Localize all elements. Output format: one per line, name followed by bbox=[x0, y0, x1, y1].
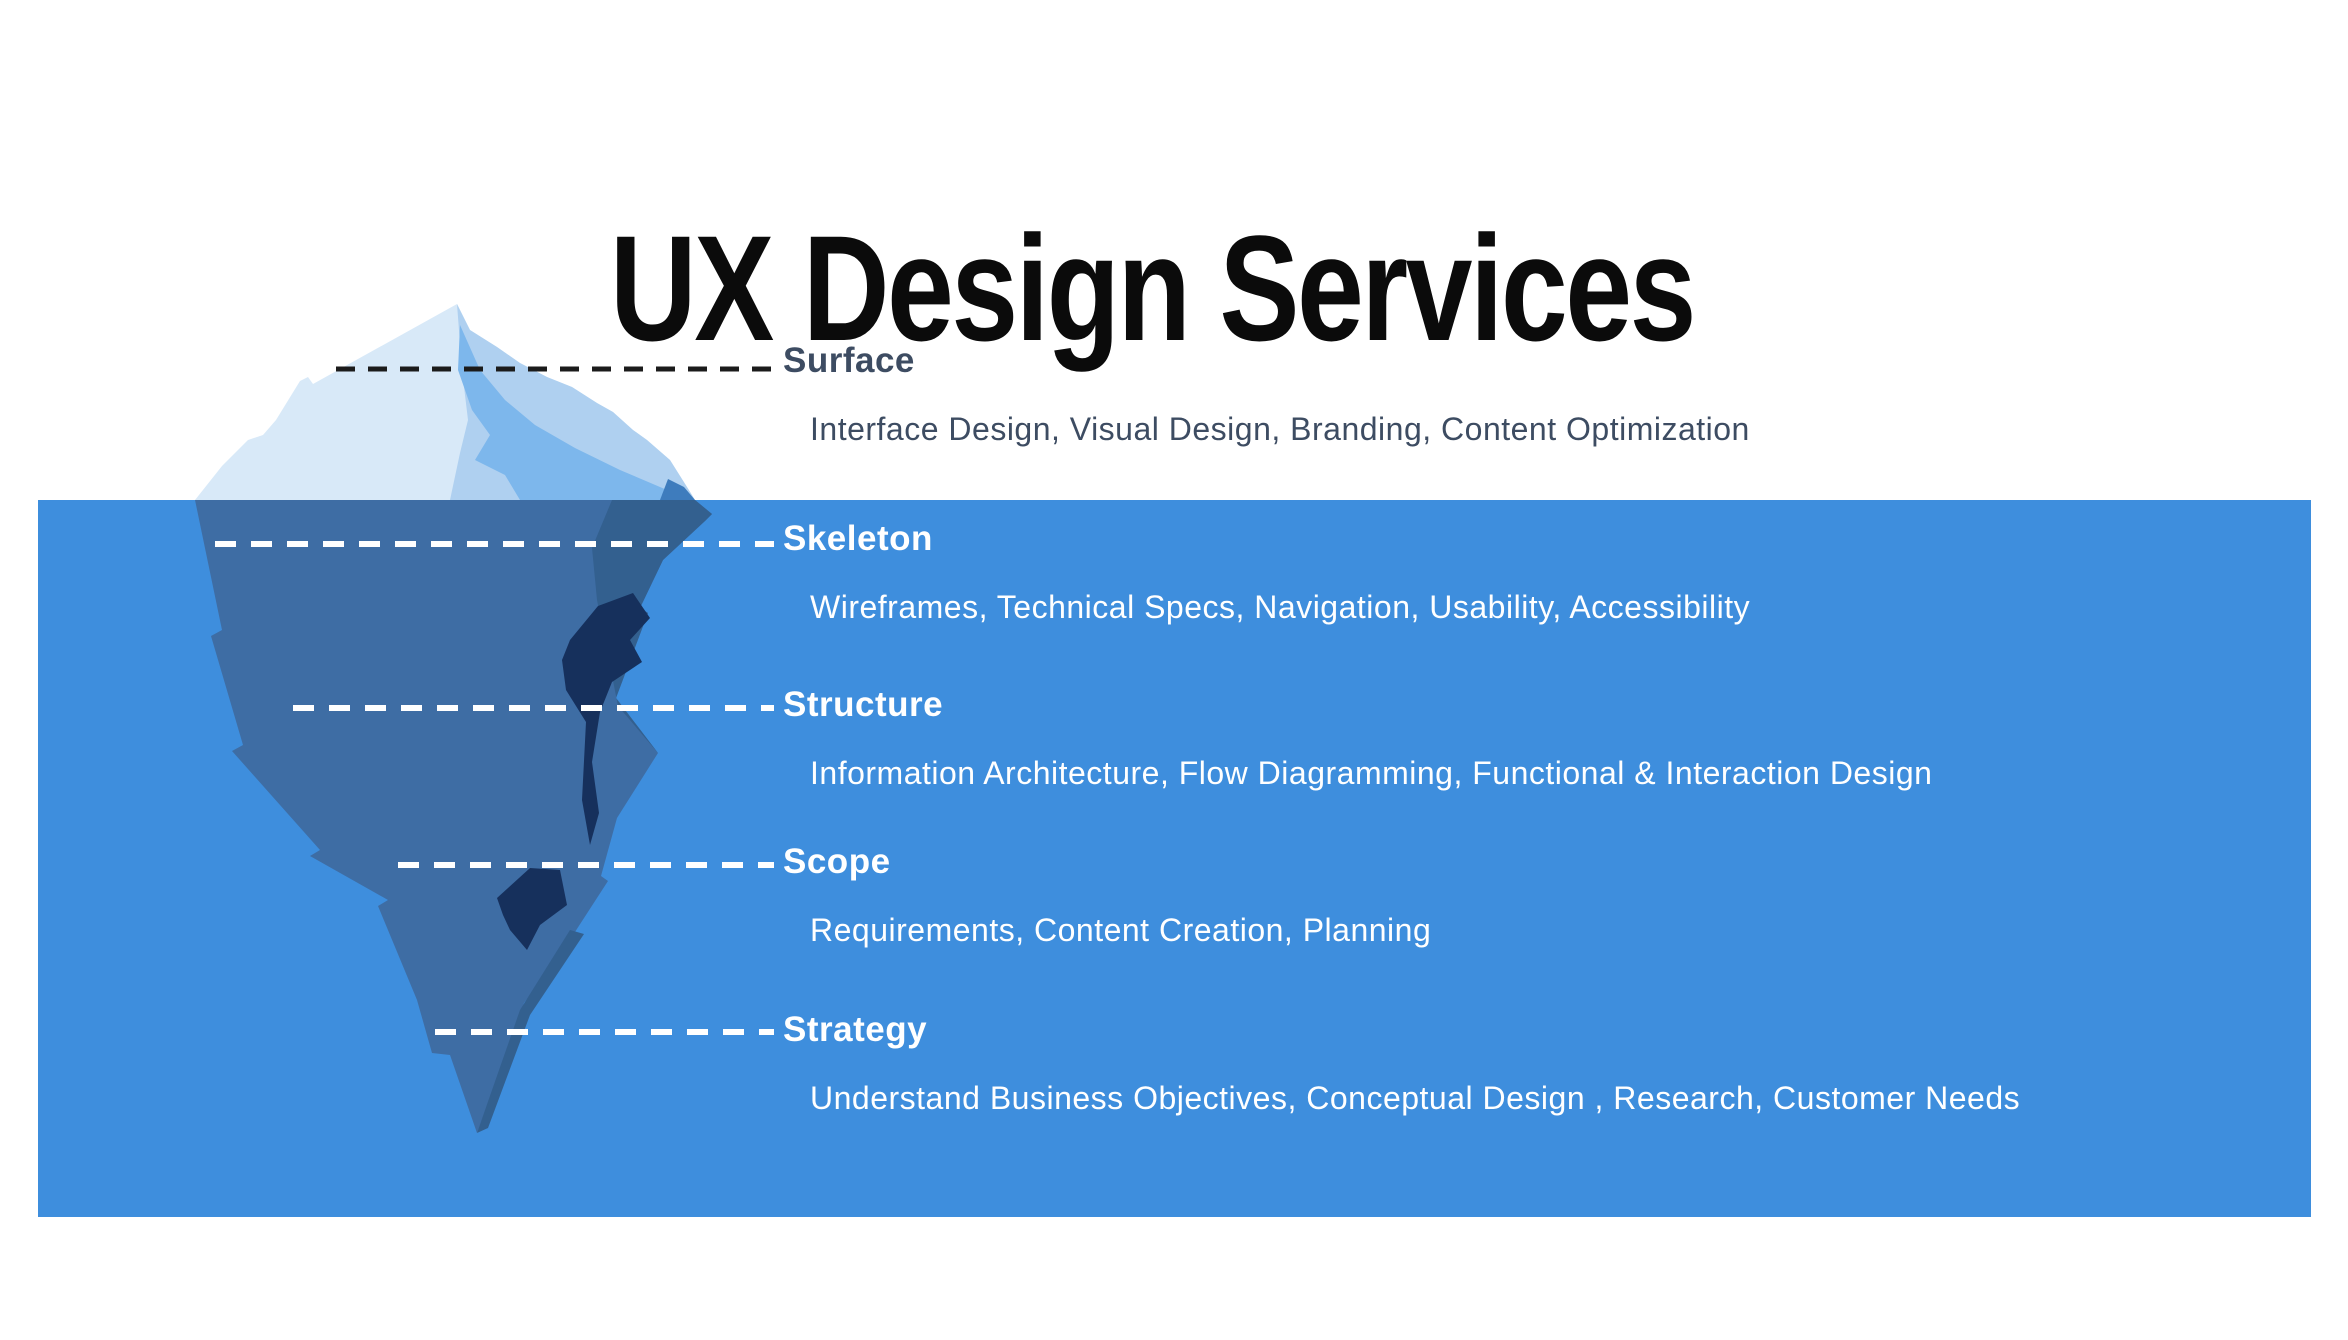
level-scope: Scope Requirements, Content Creation, Pl… bbox=[783, 844, 1431, 946]
iceberg-crevasse-upper bbox=[562, 593, 650, 845]
level-structure-name: Structure bbox=[783, 685, 944, 724]
level-surface-services: Interface Design, Visual Design, Brandin… bbox=[810, 411, 1750, 447]
iceberg-above-accent-streak bbox=[458, 325, 690, 500]
level-strategy-name: Strategy bbox=[783, 1010, 928, 1049]
iceberg-below-shaded-facet bbox=[592, 500, 712, 753]
level-skeleton-services: Wireframes, Technical Specs, Navigation,… bbox=[810, 589, 1751, 625]
level-structure-services: Information Architecture, Flow Diagrammi… bbox=[810, 755, 1933, 791]
level-strategy: Strategy Understand Business Objectives,… bbox=[783, 1012, 2020, 1114]
iceberg-waterline-wedge bbox=[660, 479, 695, 500]
level-structure: Structure Information Architecture, Flow… bbox=[783, 687, 1932, 789]
level-skeleton-name: Skeleton bbox=[783, 519, 933, 558]
level-skeleton: Skeleton Wireframes, Technical Specs, Na… bbox=[783, 521, 1750, 623]
level-scope-name: Scope bbox=[783, 842, 891, 881]
level-surface: Surface Interface Design, Visual Design,… bbox=[783, 343, 1750, 445]
iceberg-crevasse-lower bbox=[497, 868, 567, 950]
level-scope-services: Requirements, Content Creation, Planning bbox=[810, 912, 1432, 948]
page-title: UX Design Services bbox=[609, 203, 1696, 372]
level-strategy-services: Understand Business Objectives, Conceptu… bbox=[810, 1080, 2021, 1116]
level-surface-name: Surface bbox=[783, 341, 915, 380]
iceberg-below-spike-facet bbox=[477, 930, 584, 1133]
